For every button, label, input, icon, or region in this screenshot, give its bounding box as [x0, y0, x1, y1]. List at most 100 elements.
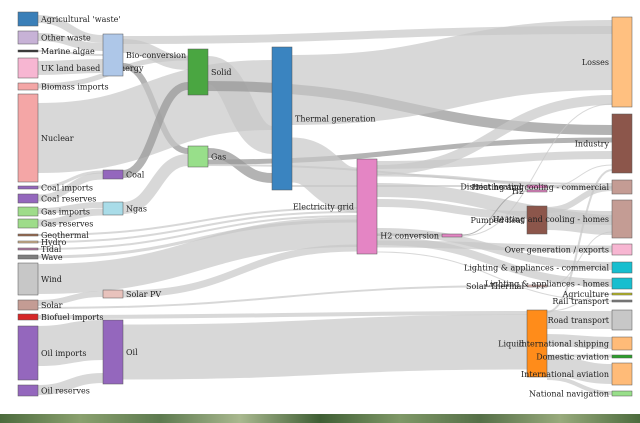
node-gasimp[interactable]: Gas imports — [17, 206, 90, 217]
node-lacomm[interactable]: Lighting & appliances - commercial — [464, 261, 633, 274]
node-oilres[interactable]: Oil reserves — [17, 384, 90, 397]
node-wind[interactable]: Wind — [17, 262, 62, 296]
link-solar-to-solarpv — [37, 291, 104, 306]
node-bar-domav[interactable] — [611, 354, 633, 359]
node-bar-h2conv[interactable] — [441, 233, 463, 238]
node-wave[interactable]: Wave — [17, 253, 63, 262]
node-oilimp[interactable]: Oil imports — [17, 325, 86, 381]
node-solar[interactable]: Solar — [17, 299, 63, 311]
node-bar-grid[interactable] — [356, 158, 378, 255]
node-district[interactable]: District heating — [460, 183, 548, 192]
node-domav[interactable]: Domestic aviation — [536, 353, 633, 362]
link-solar-to-solarth — [37, 285, 528, 309]
node-bar-solarth[interactable] — [526, 284, 548, 288]
node-bar-hchomes[interactable] — [611, 199, 633, 239]
node-bar-wave[interactable] — [17, 254, 39, 260]
node-bar-oilimp[interactable] — [17, 325, 39, 381]
node-bar-h2[interactable] — [526, 189, 548, 193]
node-ukland[interactable]: UK land based bioenergy — [17, 57, 144, 79]
node-losses[interactable]: Losses — [582, 16, 633, 108]
node-bioconv[interactable]: Bio-conversion — [102, 33, 186, 77]
node-bar-biofimp[interactable] — [17, 313, 39, 321]
node-bar-solarpv[interactable] — [102, 289, 124, 299]
node-solarpv[interactable]: Solar PV — [102, 289, 161, 299]
node-hchomes[interactable]: Heating and cooling - homes — [493, 199, 633, 239]
node-thermal[interactable]: Thermal generation — [271, 46, 376, 191]
node-bar-coalres[interactable] — [17, 193, 39, 204]
node-bar-lahomes[interactable] — [611, 277, 633, 290]
node-bar-intav[interactable] — [611, 362, 633, 386]
node-intship[interactable]: International shipping — [518, 336, 633, 351]
node-bar-bioconv[interactable] — [102, 33, 124, 77]
node-bar-solid[interactable] — [187, 48, 209, 96]
node-bar-tidal[interactable] — [17, 247, 39, 251]
node-bar-oilres[interactable] — [17, 384, 39, 397]
node-liquid[interactable]: Liquid — [498, 309, 548, 378]
node-biofimp[interactable]: Biofuel imports — [17, 313, 103, 322]
node-bar-bioimp[interactable] — [17, 82, 39, 91]
node-bar-lacomm[interactable] — [611, 261, 633, 274]
node-intav[interactable]: International aviation — [521, 362, 633, 386]
node-industry[interactable]: Industry — [575, 113, 633, 174]
node-lahomes[interactable]: Lighting & appliances - homes — [485, 277, 633, 290]
node-bar-hccomm[interactable] — [611, 179, 633, 195]
node-bar-ngas[interactable] — [102, 201, 124, 216]
node-bar-losses[interactable] — [611, 16, 633, 108]
node-bar-liquid[interactable] — [526, 309, 548, 378]
node-bar-road[interactable] — [611, 309, 633, 331]
node-otherwaste[interactable]: Other waste — [17, 30, 91, 45]
node-agri[interactable]: Agricultural 'waste' — [17, 11, 121, 27]
node-tidal[interactable]: Tidal — [17, 245, 62, 254]
node-grid[interactable]: Electricity grid — [293, 158, 378, 255]
node-solid[interactable]: Solid — [187, 48, 232, 96]
node-h2conv[interactable]: H2 conversion — [380, 232, 463, 241]
link-h2conv-to-losses — [461, 103, 613, 237]
node-gasres[interactable]: Gas reserves — [17, 218, 93, 229]
node-hccomm[interactable]: Heating and cooling - commercial — [472, 179, 633, 195]
node-overgen[interactable]: Over generation / exports — [505, 243, 633, 256]
node-bar-nuclear[interactable] — [17, 93, 39, 183]
node-bar-solar[interactable] — [17, 299, 39, 311]
node-bar-gas[interactable] — [187, 145, 209, 168]
node-bar-overgen[interactable] — [611, 243, 633, 256]
node-bar-coal[interactable] — [102, 169, 124, 180]
node-bar-rail[interactable] — [611, 299, 633, 303]
node-bar-ukland[interactable] — [17, 57, 39, 79]
node-geo[interactable]: Geothermal — [17, 231, 89, 240]
node-marine[interactable]: Marine algae — [17, 47, 95, 56]
node-hydro[interactable]: Hydro — [17, 238, 66, 247]
node-bar-otherwaste[interactable] — [17, 30, 39, 45]
node-gas[interactable]: Gas — [187, 145, 226, 168]
node-bar-oil[interactable] — [102, 319, 124, 385]
node-nuclear[interactable]: Nuclear — [17, 93, 74, 183]
node-bar-wind[interactable] — [17, 262, 39, 296]
node-pumped[interactable]: Pumped heat — [470, 205, 548, 235]
node-coalimp[interactable]: Coal imports — [17, 184, 93, 193]
node-coalres[interactable]: Coal reserves — [17, 193, 96, 204]
node-rail[interactable]: Rail transport — [552, 297, 633, 306]
node-bar-gasimp[interactable] — [17, 206, 39, 217]
node-h2[interactable]: H2 — [512, 187, 548, 196]
node-bar-district[interactable] — [526, 184, 548, 189]
node-bar-geo[interactable] — [17, 233, 39, 237]
node-natnav[interactable]: National navigation — [529, 390, 633, 399]
link-gasres-to-ngas — [37, 208, 104, 227]
node-oil[interactable]: Oil — [102, 319, 138, 385]
node-bar-intship[interactable] — [611, 336, 633, 351]
node-bar-gasres[interactable] — [17, 218, 39, 229]
node-road[interactable]: Road transport — [548, 309, 633, 331]
node-bar-hydro[interactable] — [17, 240, 39, 244]
node-bar-natnav[interactable] — [611, 390, 633, 397]
node-coal[interactable]: Coal — [102, 169, 145, 180]
node-bar-marine[interactable] — [17, 49, 39, 53]
node-bar-agri[interactable] — [17, 11, 39, 27]
node-bioimp[interactable]: Biomass imports — [17, 82, 109, 92]
node-bar-industry[interactable] — [611, 113, 633, 174]
node-bar-coalimp[interactable] — [17, 185, 39, 190]
node-solarth[interactable]: Solar Thermal — [466, 282, 548, 291]
node-bar-pumped[interactable] — [526, 205, 548, 235]
node-ngas[interactable]: Ngas — [102, 201, 147, 216]
node-bar-thermal[interactable] — [271, 46, 293, 191]
node-bar-agriculture[interactable] — [611, 292, 633, 296]
node-agriculture[interactable]: Agriculture — [562, 290, 633, 299]
